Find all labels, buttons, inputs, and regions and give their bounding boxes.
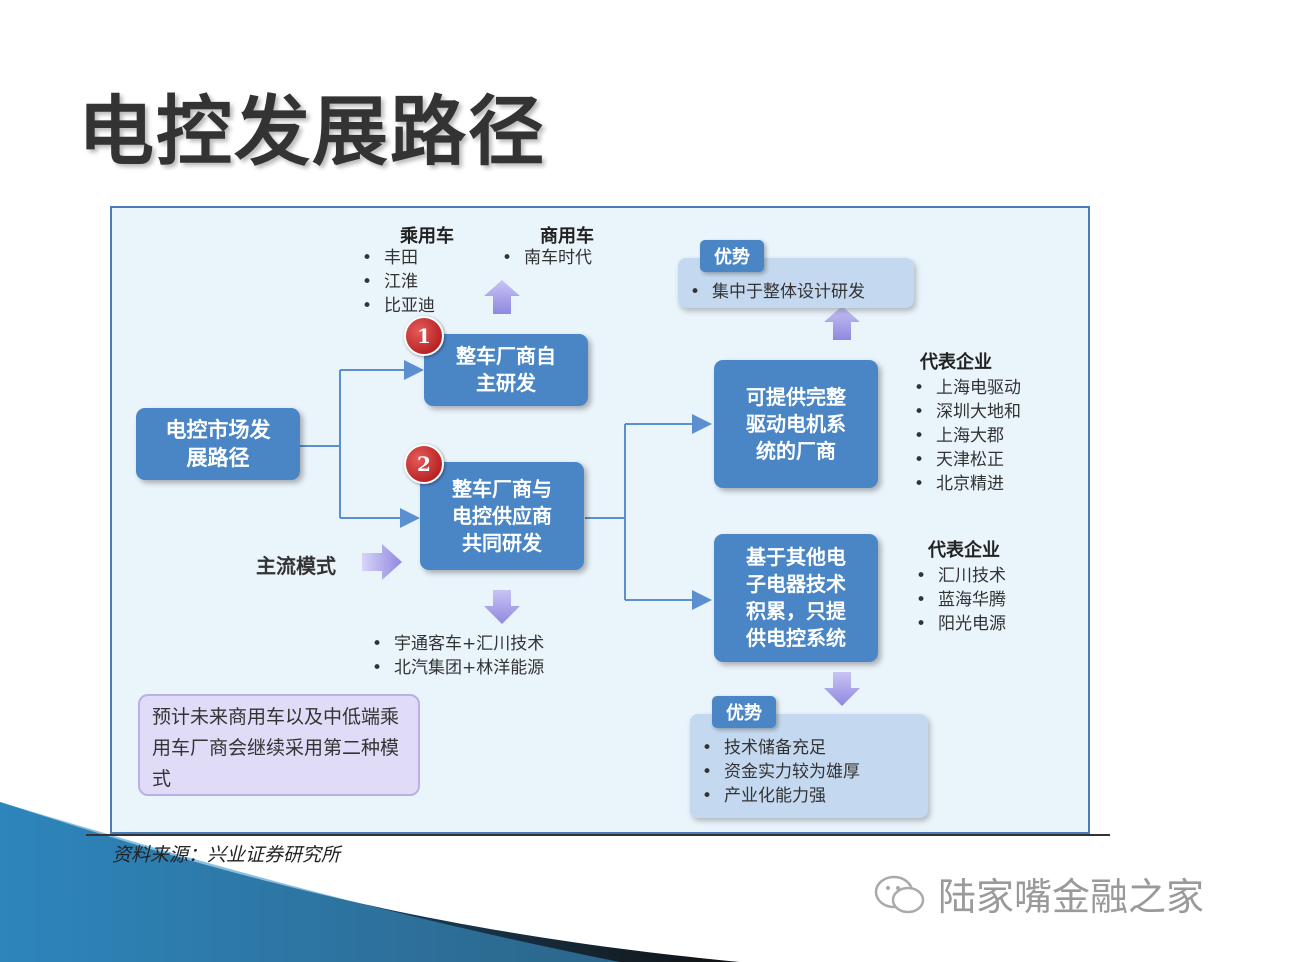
down-arrow-icon	[484, 590, 520, 624]
commercial-header: 商用车	[540, 226, 594, 247]
down-arrow-icon	[824, 672, 860, 706]
list-item: 上海电驱动	[914, 376, 1021, 400]
list-item: 集中于整体设计研发	[690, 280, 865, 304]
page-title: 电控发展路径	[78, 87, 546, 176]
control-supplier-box: 基于其他电 子电器技术 积累，只提 供电控系统	[714, 534, 878, 662]
passenger-list: 丰田 江淮 比亚迪	[362, 246, 435, 318]
watermark: 陆家嘴金融之家	[872, 866, 1204, 921]
list-item: 北汽集团+林洋能源	[372, 656, 544, 680]
list-item: 资金实力较为雄厚	[702, 760, 860, 784]
path2-examples: 宇通客车+汇川技术 北汽集团+林洋能源	[372, 632, 544, 680]
list-item: 天津松正	[914, 448, 1021, 472]
list-item: 宇通客车+汇川技术	[372, 632, 544, 656]
up-arrow-icon	[824, 306, 860, 340]
list-item: 汇川技术	[916, 564, 1006, 588]
list-item: 技术储备充足	[702, 736, 860, 760]
source-text: 资料来源：兴业证券研究所	[112, 844, 341, 866]
footer-swoosh	[0, 802, 740, 962]
forecast-note: 预计未来商用车以及中低端乘用车厂商会继续采用第二种模式	[138, 694, 420, 796]
source-divider	[86, 834, 1110, 836]
full-advantage-list: 集中于整体设计研发	[690, 280, 865, 304]
list-item: 阳光电源	[916, 612, 1006, 636]
path1-badge: 1	[404, 316, 444, 356]
list-item: 深圳大地和	[914, 400, 1021, 424]
root-box: 电控市场发 展路径	[136, 408, 300, 480]
passenger-header: 乘用车	[400, 226, 454, 247]
watermark-text: 陆家嘴金融之家	[938, 875, 1205, 919]
ctrl-advantage-tag: 优势	[712, 696, 776, 728]
wechat-icon	[874, 875, 925, 913]
full-advantage-tag: 优势	[700, 240, 764, 272]
list-item: 江淮	[362, 270, 435, 294]
list-item: 北京精进	[914, 472, 1021, 496]
commercial-list: 南车时代	[502, 246, 592, 270]
right-arrow-icon	[362, 544, 402, 580]
list-item: 上海大郡	[914, 424, 1021, 448]
ctrl-rep-list: 汇川技术 蓝海华腾 阳光电源	[916, 564, 1006, 636]
full-rep-header: 代表企业	[920, 352, 992, 373]
full-rep-list: 上海电驱动 深圳大地和 上海大郡 天津松正 北京精进	[914, 376, 1021, 496]
list-item: 蓝海华腾	[916, 588, 1006, 612]
full-system-supplier-box: 可提供完整 驱动电机系 统的厂商	[714, 360, 878, 488]
path1-box: 整车厂商自 主研发	[424, 334, 588, 406]
ctrl-advantage-list: 技术储备充足 资金实力较为雄厚 产业化能力强	[702, 736, 860, 808]
list-item: 丰田	[362, 246, 435, 270]
list-item: 南车时代	[502, 246, 592, 270]
list-item: 产业化能力强	[702, 784, 860, 808]
list-item: 比亚迪	[362, 294, 435, 318]
ctrl-rep-header: 代表企业	[928, 540, 1000, 561]
path2-badge: 2	[404, 444, 444, 484]
path2-box: 整车厂商与 电控供应商 共同研发	[420, 462, 584, 570]
up-arrow-icon	[484, 280, 520, 314]
mainstream-label: 主流模式	[256, 554, 336, 578]
